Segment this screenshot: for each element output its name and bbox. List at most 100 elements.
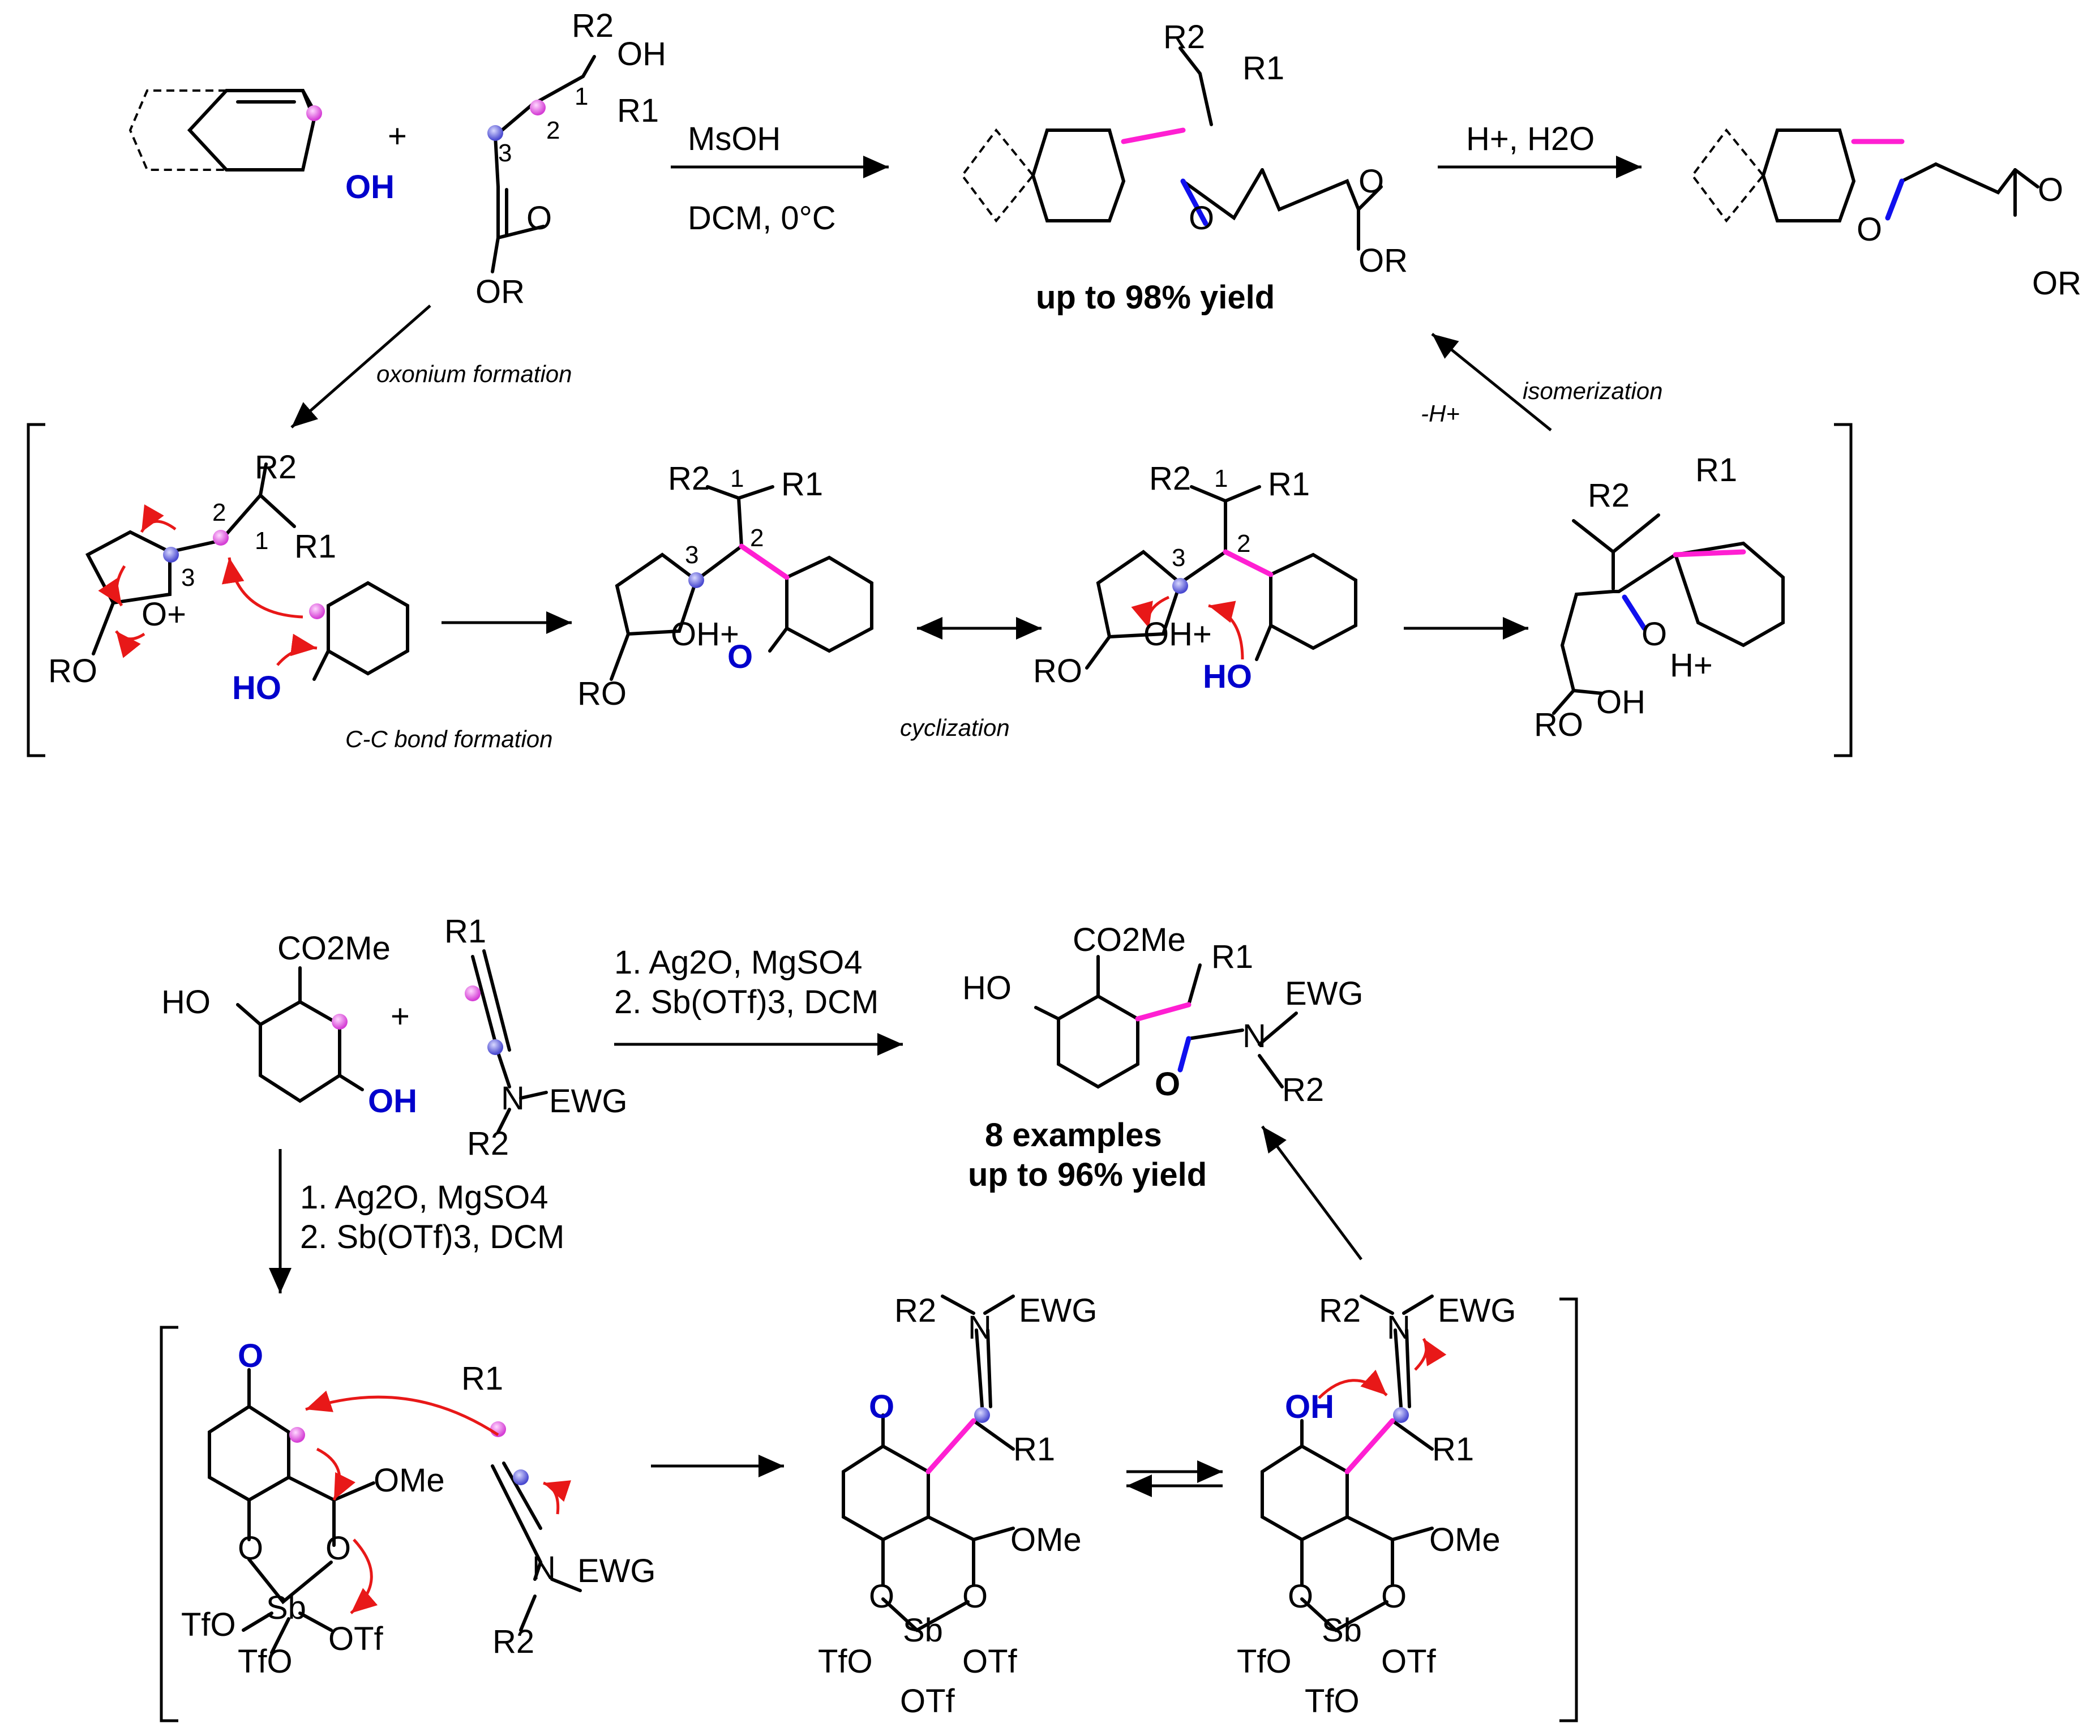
conditions-line2: 2. Sb(OTf)3, DCM [614, 984, 878, 1021]
i2-locant-2: 2 [750, 524, 764, 552]
reagent-locant-2: 2 [546, 117, 560, 144]
product-r2-label: R2 [1163, 19, 1205, 55]
i1-r2-label: R2 [255, 449, 297, 486]
i1-ro-label: RO [48, 653, 97, 689]
atom-marker-blue [1172, 578, 1188, 594]
product-carbonyl-o-label: O [1358, 163, 1384, 200]
bracket-right-top [1834, 423, 1853, 757]
atom-marker-blue [163, 547, 179, 563]
i4-ro-label: RO [1534, 706, 1583, 743]
i2-r1-label: R1 [781, 466, 823, 503]
conditions-line1: 1. Ag2O, MgSO4 [614, 944, 862, 981]
new-cc-bond [1344, 1418, 1395, 1474]
sm-co2me-label: CO2Me [277, 930, 391, 967]
new-cc-bond [739, 543, 790, 580]
i2-r2-label: R2 [668, 460, 710, 497]
atom-marker-pink [465, 985, 481, 1001]
b1-top-o-label: O [238, 1338, 263, 1374]
b2-top-o-label: O [869, 1388, 894, 1425]
atom-marker-pink [530, 100, 546, 115]
arrow-msoh-label: MsOH [688, 121, 781, 157]
product-top-structure [961, 46, 1383, 251]
atom-marker-pink [213, 530, 229, 546]
bottom-yield-label: up to 96% yield [968, 1156, 1207, 1193]
b2-n-label: N [968, 1309, 992, 1346]
electron-arrow [221, 557, 303, 619]
b2-r2-label: R2 [894, 1292, 936, 1329]
reagent-locant-1: 1 [575, 83, 588, 110]
electron-arrow [1208, 601, 1244, 660]
isomerization-label: isomerization [1523, 378, 1662, 404]
i1-locant-1: 1 [255, 527, 268, 555]
i1-locant-3: 3 [181, 564, 195, 591]
i3-ro-label: RO [1033, 653, 1082, 689]
electron-arrow [305, 1390, 499, 1437]
i3-ohplus-label: OH+ [1143, 616, 1212, 653]
atom-marker-pink [309, 603, 325, 619]
b3-otf-label: OTf [1381, 1643, 1437, 1680]
i4-hplus-label: H+ [1670, 647, 1713, 684]
b3-sb-label: Sb [1322, 1612, 1362, 1649]
electron-arrow [1318, 1369, 1388, 1399]
i1-locant-2: 2 [212, 499, 226, 526]
b1-ester-o-label: O [325, 1530, 351, 1567]
product-ewg-label: EWG [1285, 975, 1364, 1012]
i3-r1-label: R1 [1268, 466, 1310, 503]
product-n-label: N [1242, 1018, 1266, 1055]
b1-ewg-label: EWG [577, 1553, 656, 1589]
intermediate-cyclization [1085, 485, 1357, 670]
i3-locant-1: 1 [1214, 465, 1228, 492]
b1-bottom-o-label: O [238, 1530, 263, 1567]
b1-r1-label: R1 [461, 1360, 503, 1397]
final-or-label: OR [2032, 265, 2081, 302]
intermediate-oxonium [85, 462, 409, 681]
electron-arrow [98, 565, 126, 607]
i4-oh-label: OH [1596, 684, 1645, 721]
atom-marker-blue [487, 1039, 503, 1055]
atom-marker-blue [688, 572, 704, 588]
arrow-oxonium-formation [290, 305, 431, 428]
atom-marker-pink [306, 105, 322, 121]
electron-arrow [1414, 1338, 1447, 1371]
reagent-carbonyl-o-label: O [526, 200, 552, 237]
electron-arrow [140, 504, 177, 533]
hydroquinone-ester-structure [236, 966, 364, 1103]
electron-arrow [276, 633, 318, 666]
plus-sign-top: + [388, 118, 407, 155]
sm-ho-label: HO [161, 984, 211, 1021]
atom-marker-blue [487, 125, 503, 141]
b1-otf-label: OTf [328, 1621, 384, 1657]
examples-label: 8 examples [985, 1117, 1162, 1154]
i3-locant-2: 2 [1237, 530, 1250, 558]
b3-tfo2-label: TfO [1305, 1683, 1360, 1720]
bracket-left-top [27, 423, 45, 757]
product-co2me-label: CO2Me [1073, 921, 1186, 958]
product-ho-label: HO [962, 970, 1012, 1006]
minus-h-label: -H+ [1421, 400, 1460, 427]
i2-ohplus-label: OH+ [671, 616, 739, 653]
b2-o1-label: O [869, 1578, 894, 1615]
electron-arrow [350, 1538, 378, 1614]
b1-n-label: N [532, 1550, 556, 1587]
atom-marker-blue [513, 1469, 529, 1485]
b1-r2-label: R2 [492, 1623, 534, 1660]
reagent-r1-label: R1 [617, 92, 659, 129]
i4-r1-label: R1 [1695, 452, 1737, 488]
i4-r2-label: R2 [1588, 477, 1630, 514]
product-or-label: OR [1358, 242, 1408, 279]
bracket-left-bottom [160, 1326, 178, 1722]
product-furan-o-label: O [1155, 1066, 1180, 1103]
b2-ome-label: OMe [1010, 1521, 1082, 1558]
b2-otf1-label: OTf [962, 1643, 1018, 1680]
b3-r1-label: R1 [1432, 1431, 1474, 1468]
ynamide-r2-label: R2 [467, 1125, 509, 1162]
i3-r2-label: R2 [1149, 460, 1191, 497]
product-r1-label: R1 [1242, 50, 1284, 87]
b1-tfo1-label: TfO [181, 1606, 236, 1643]
product-r2-label: R2 [1282, 1071, 1324, 1108]
arrow-to-product-bottom [1261, 1125, 1363, 1261]
intermediate-quinone-sb [208, 1368, 582, 1654]
b3-tfo-label: TfO [1237, 1643, 1292, 1680]
